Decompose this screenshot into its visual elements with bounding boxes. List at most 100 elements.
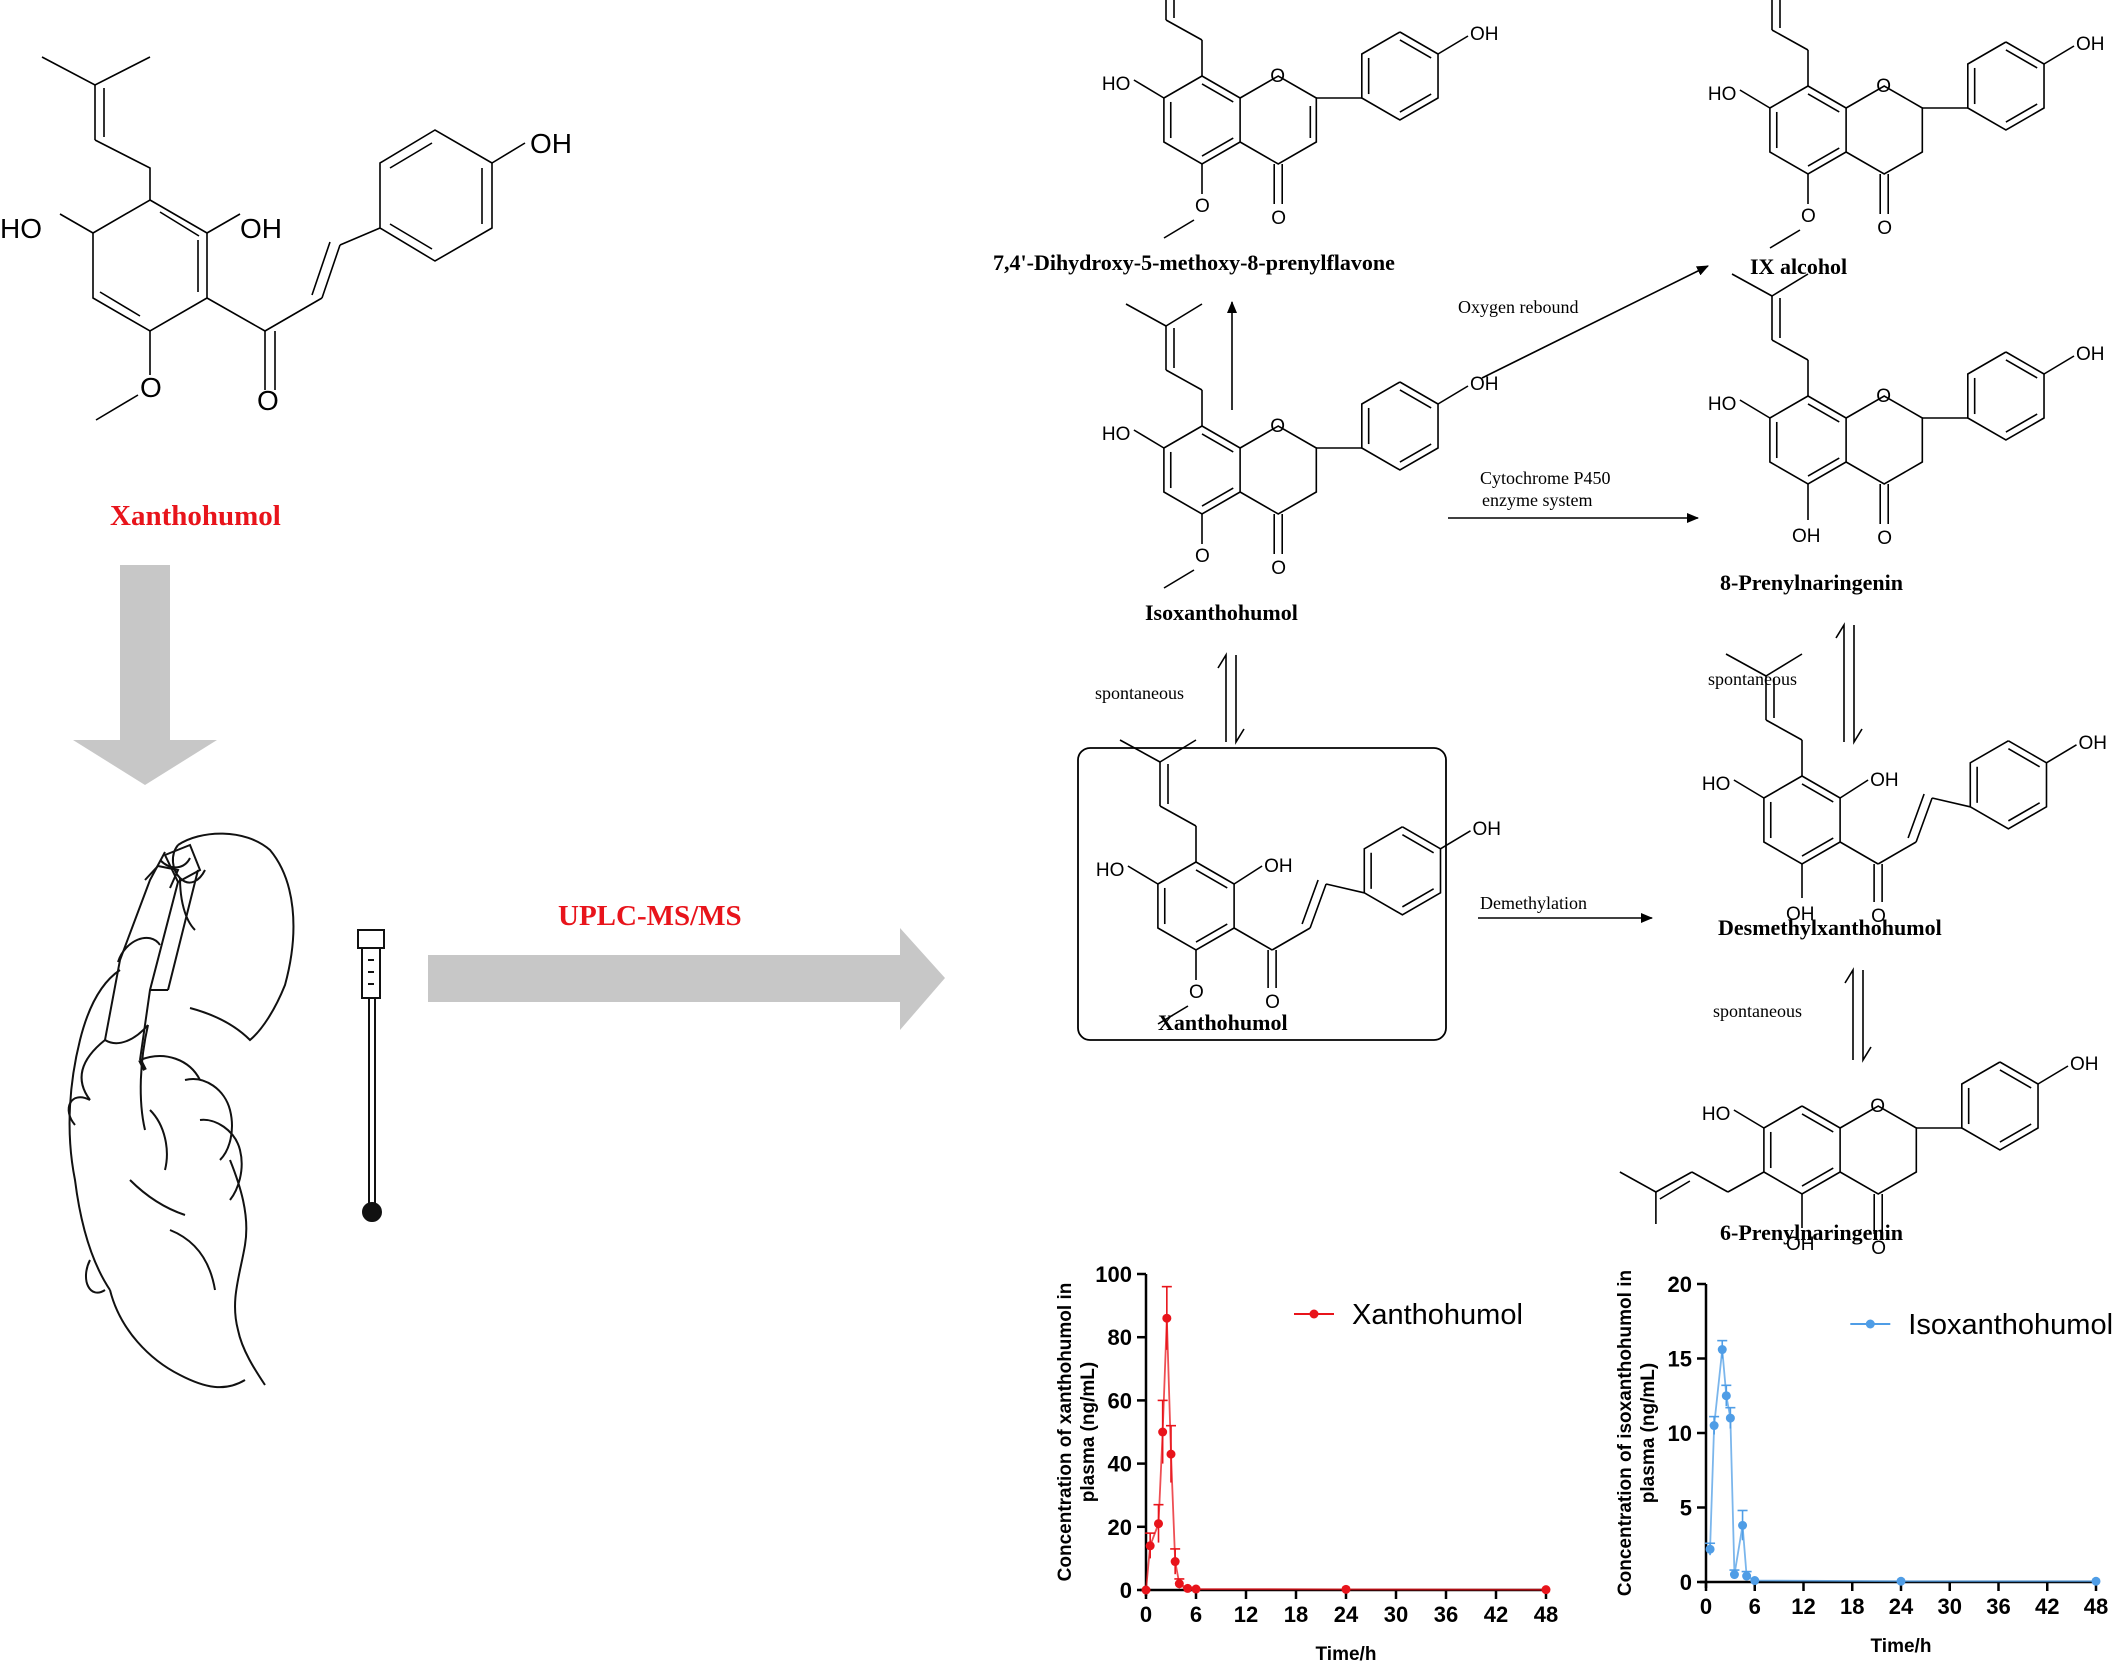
y-axis-label: plasma (ng/mL) [1638,1363,1659,1503]
data-point [1145,1541,1155,1551]
atom-label: O [1801,206,1816,227]
bond [1839,779,1869,799]
atom-label: OH [1264,856,1293,877]
atom-label: HO [1102,424,1131,445]
oxygen-rebound-label: Oxygen rebound [1458,297,1579,317]
y-axis-label: Concentration of isoxanthohumol in [1615,1270,1636,1596]
bond [1807,93,1840,113]
bond [1769,229,1801,249]
x-tick-label: 18 [1840,1594,1864,1619]
bond [1301,879,1319,925]
spontaneous-label: spontaneous [1708,669,1797,689]
atom-label: OH [2076,344,2105,365]
atom-label: O [1877,528,1892,549]
legend-marker [1309,1309,1319,1319]
y-tick-label: 0 [1120,1578,1132,1603]
data-point [2091,1576,2101,1586]
data-point [1341,1584,1351,1594]
cyp450-label-line1: Cytochrome P450 [1480,468,1611,488]
atom-label: OH [1786,1234,1815,1255]
atom-label: HO [1708,394,1737,415]
atom-label: O [1870,1096,1885,1117]
bond [1967,41,2045,131]
xanthohumol-title: Xanthohumol [110,500,281,532]
bond [1159,739,1197,763]
bond [1127,865,1159,885]
bond [1233,927,1273,951]
x-tick-label: 24 [1889,1594,1914,1619]
bond [1157,1005,1189,1025]
desmethylxanthohumol-name: Desmethylxanthohumol [1718,915,1942,940]
x-tick-label: 6 [1749,1594,1761,1619]
6-prenylnaringenin-name: 6-Prenylnaringenin [1720,1220,1903,1245]
bond [1765,719,1803,741]
bond [1201,83,1234,103]
equilibrium-down [1235,655,1245,745]
bond [2005,359,2038,379]
data-point [1705,1544,1715,1554]
bond [2005,49,2038,69]
x-tick-label: 48 [2084,1594,2108,1619]
bond [1619,1171,1657,1193]
bond [1999,1123,2032,1143]
bond [2043,45,2075,65]
atom-label: O [1271,208,1286,229]
data-point [1191,1584,1201,1594]
atom-label: O [1270,416,1285,437]
bond [1201,433,1234,453]
flavone-name: 7,4'-Dihydroxy-5-methoxy-8-prenylflavone [993,250,1395,275]
bond [2005,413,2038,433]
bond [1437,35,1469,55]
bond [1915,797,1933,843]
isoxanthohumol-name: Isoxanthohumol [1145,600,1298,625]
data-point [1170,1557,1180,1567]
legend-label: Xanthohumol [1352,1299,1523,1331]
bond [1771,29,1809,51]
bond [1801,837,1834,857]
legend-marker [1865,1319,1875,1329]
atom-label: OH [2076,34,2105,55]
bond [2007,748,2041,768]
y-tick-label: 20 [1668,1272,1692,1297]
bond [1201,487,1234,507]
series-line [1145,1318,1547,1591]
bond [1839,841,1879,865]
series-line [1709,1349,2096,1583]
bond [1201,137,1234,157]
bond [2005,103,2038,123]
x-tick-label: 24 [1334,1602,1359,1627]
xanthohumol-box-name: Xanthohumol [1158,1010,1288,1035]
bond [1363,826,1442,916]
bond [1801,1113,1834,1133]
y-tick-label: 40 [1108,1452,1132,1477]
x-tick-label: 42 [2035,1594,2059,1619]
bond [1195,923,1228,943]
oh-label: OH [530,128,572,159]
bond [1401,834,1435,854]
x-tick-label: 36 [1986,1594,2010,1619]
bond [1309,883,1327,929]
bond [1763,1105,1841,1195]
atom-label: OH [1470,374,1499,395]
data-point [1738,1520,1748,1530]
bond [1765,653,1803,677]
atom-label: O [1871,1238,1886,1259]
y-tick-label: 0 [1680,1570,1692,1595]
spontaneous-label: spontaneous [1095,683,1184,703]
bond [2037,1065,2069,1085]
atom-label: O [1195,196,1210,217]
y-axis-label: Concentration of xanthohumol in [1055,1283,1076,1582]
bond [1907,793,1925,839]
bond [1967,351,2045,441]
bond [1233,865,1263,885]
bond [1807,457,1840,477]
rat-gavage-illustration [67,832,385,1389]
bond [1769,395,1847,485]
bond [1361,381,1439,471]
bond [1655,1171,1693,1193]
8-prenylnaringenin-name: 8-Prenylnaringenin [1720,570,1903,595]
